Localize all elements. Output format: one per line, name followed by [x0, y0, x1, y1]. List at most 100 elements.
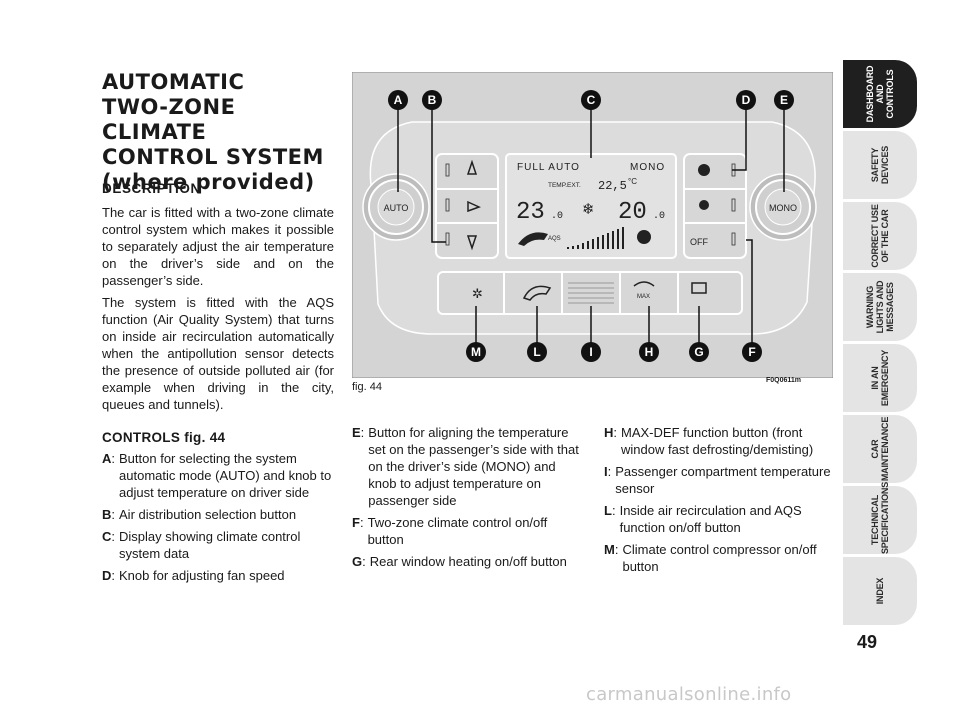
leader-lines [397, 102, 785, 348]
control-item-i: I:Passenger compartment temperature sens… [604, 463, 834, 497]
page-number: 49 [857, 632, 878, 652]
title-line-2: TWO-ZONE CLIMATE [102, 95, 236, 144]
svg-text:D: D [742, 93, 751, 107]
tab-label: IN AN EMERGENCY [870, 349, 890, 407]
recirculation-icon [518, 232, 548, 246]
control-key: C [102, 529, 112, 544]
svg-text:I: I [589, 345, 592, 359]
control-text: Knob for adjusting fan speed [119, 568, 285, 583]
control-item-c: C:Display showing climate control system… [102, 528, 334, 562]
description-heading: DESCRIPTION [102, 181, 201, 196]
control-item-e: E:Button for aligning the temperature se… [352, 424, 586, 509]
fan-buttons[interactable]: OFF [683, 153, 747, 259]
tab-label: CORRECT USE OF THE CAR [870, 204, 890, 268]
middle-column: E:Button for aligning the temperature se… [352, 424, 586, 575]
svg-text:A: A [394, 93, 403, 107]
tab-label: DASHBOARD AND CONTROLS [865, 65, 895, 123]
control-key: L [604, 503, 612, 518]
control-item-l: L:Inside air recirculation and AQS funct… [604, 502, 834, 536]
control-text: Two-zone climate control on/off button [367, 515, 548, 547]
mono-knob[interactable]: MONO [749, 173, 817, 241]
control-item-b: B:Air distribution selection button [102, 506, 334, 523]
tab-technical-specifications[interactable]: TECHNICAL SPECIFICATIONS [843, 481, 917, 554]
tab-correct-use[interactable]: CORRECT USE OF THE CAR [843, 202, 917, 270]
right-column: H:MAX-DEF function button (front window … [604, 424, 834, 580]
auto-label: AUTO [384, 203, 409, 213]
control-text: Button for selecting the system automati… [119, 451, 332, 500]
display-temp-ext-value: 22,5 [598, 179, 627, 193]
climate-display: FULL AUTO MONO TEMP.EXT. 22,5 °C 23 .0 ❄… [505, 153, 677, 259]
tab-car-maintenance[interactable]: CAR MAINTENANCE [843, 415, 917, 483]
control-text: MAX-DEF function button (front window fa… [621, 425, 814, 457]
display-right-temp: 20 [618, 199, 647, 226]
control-item-f: F:Two-zone climate control on/off button [352, 514, 586, 548]
auto-knob[interactable]: AUTO [362, 173, 430, 241]
controls-heading: CONTROLS fig. 44 [102, 430, 226, 445]
tab-in-an-emergency[interactable]: IN AN EMERGENCY [843, 344, 917, 412]
svg-text:B: B [428, 93, 437, 107]
description-paragraph-2: The system is fitted with the AQS functi… [102, 295, 334, 412]
title-line-4: (where provided) [102, 170, 315, 194]
title-line-3: CONTROL SYSTEM [102, 145, 324, 169]
off-label: OFF [690, 237, 708, 247]
tab-dashboard-and-controls[interactable]: DASHBOARD AND CONTROLS [843, 60, 917, 128]
control-key: B [102, 507, 112, 522]
tab-warning-lights[interactable]: WARNING LIGHTS AND MESSAGES [843, 273, 917, 341]
tab-label: INDEX [875, 577, 885, 605]
control-item-h: H:MAX-DEF function button (front window … [604, 424, 834, 458]
max-label: MAX [637, 294, 650, 300]
figure-code: F0Q0611m [766, 377, 802, 384]
left-column: DESCRIPTION The car is fitted with a two… [102, 180, 334, 589]
climate-panel-figure: AUTO MONO OFF FULL AUTO MONO TEMP.EXT. [352, 72, 833, 378]
chapter-tabs: DASHBOARD AND CONTROLS SAFETY DEVICES CO… [843, 60, 917, 628]
watermark: carmanualsonline.info [586, 684, 792, 705]
display-aqs: AQS [548, 236, 561, 242]
control-text: Inside air recirculation and AQS functio… [619, 503, 802, 535]
control-key: G [352, 554, 363, 569]
svg-text:G: G [694, 345, 703, 359]
tab-label: TECHNICAL SPECIFICATIONS [870, 481, 890, 554]
bottom-buttons[interactable]: ✲ MAX [437, 271, 743, 315]
control-key: H [604, 425, 614, 440]
control-text: Button for aligning the temperature set … [368, 425, 579, 508]
display-right-decimal: .0 [653, 211, 665, 222]
control-key: A [102, 451, 112, 466]
tab-label: CAR MAINTENANCE [870, 416, 890, 482]
control-key: M [604, 542, 615, 557]
fan-speed-bars [567, 227, 624, 249]
tab-label: SAFETY DEVICES [870, 145, 890, 185]
control-key: E [352, 425, 361, 440]
tab-index[interactable]: INDEX [843, 557, 917, 625]
display-left-temp: 23 [516, 199, 545, 226]
control-key: I [604, 464, 608, 479]
fan-icon [637, 230, 651, 244]
display-left-decimal: .0 [551, 211, 563, 222]
control-item-g: G:Rear window heating on/off button [352, 553, 586, 570]
air-distribution-buttons[interactable] [435, 153, 499, 259]
control-text: Display showing climate control system d… [119, 529, 301, 561]
display-temp-ext-label: TEMP.EXT. [548, 182, 581, 189]
figure-caption: fig. 44 [352, 381, 382, 393]
tab-safety-devices[interactable]: SAFETY DEVICES [843, 131, 917, 199]
title-line-1: AUTOMATIC [102, 70, 245, 94]
svg-text:M: M [471, 345, 481, 359]
control-text: Rear window heating on/off button [369, 554, 567, 569]
control-item-d: D:Knob for adjusting fan speed [102, 567, 334, 584]
control-key: D [102, 568, 112, 583]
control-text: Air distribution selection button [119, 507, 297, 522]
rear-window-icon [691, 282, 707, 294]
svg-text:E: E [780, 93, 788, 107]
display-mode-right: MONO [630, 162, 665, 173]
tab-label: WARNING LIGHTS AND MESSAGES [865, 280, 895, 334]
callout-letters: A B C D E M L I H G F [388, 90, 794, 362]
display-mode-left: FULL AUTO [517, 162, 580, 173]
max-def-icon [633, 281, 655, 287]
control-key: F [352, 515, 360, 530]
compressor-icon: ✲ [472, 287, 483, 302]
page-title: AUTOMATIC TWO-ZONE CLIMATE CONTROL SYSTE… [102, 70, 342, 195]
snowflake-icon: ❄ [582, 200, 595, 218]
description-paragraph-1: The car is fitted with a two-zone climat… [102, 205, 334, 288]
control-item-m: M:Climate control compressor on/off butt… [604, 541, 834, 575]
svg-text:F: F [748, 345, 755, 359]
mono-label: MONO [769, 203, 797, 213]
